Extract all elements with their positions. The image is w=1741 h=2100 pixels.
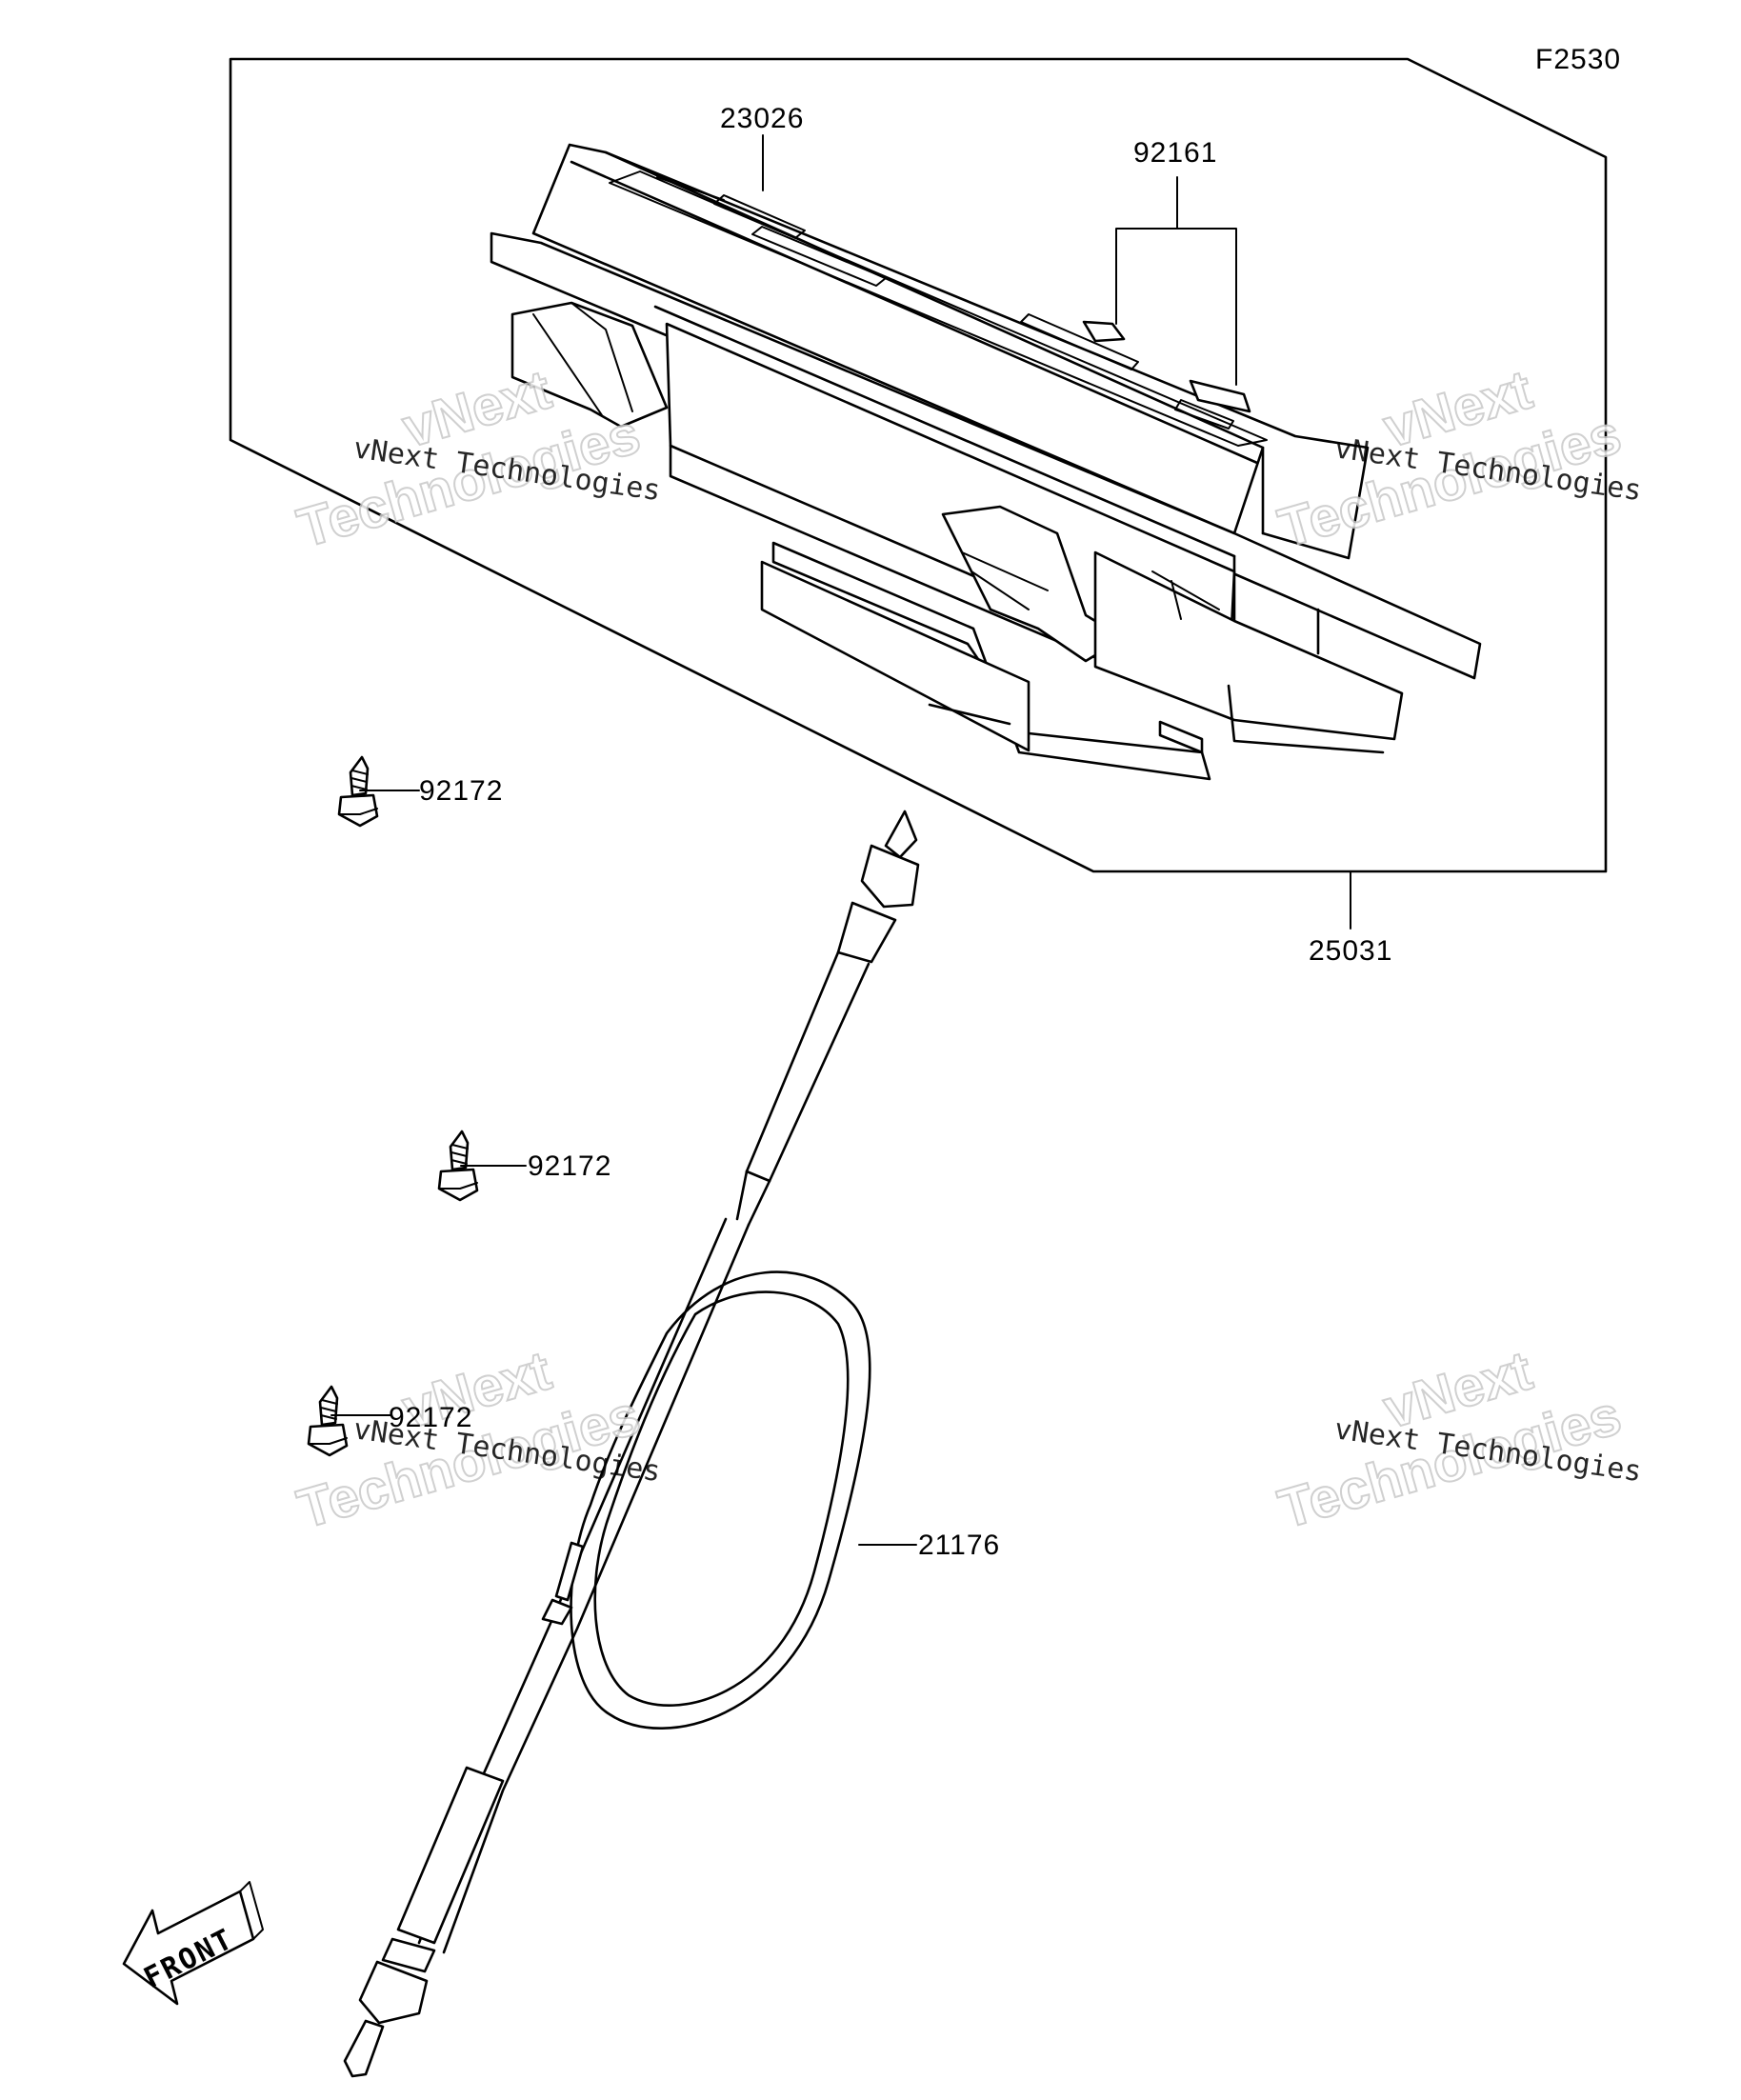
leader-92161 (1115, 176, 1237, 386)
watermark-top-right: vNext Technologies vNext Technologies (1271, 357, 1644, 560)
assembly-outline (229, 57, 1608, 873)
label-92172-top: 92172 (419, 775, 503, 807)
speedometer-cable (343, 810, 920, 2078)
screw-bottom (307, 1385, 349, 1457)
label-92172-middle: 92172 (528, 1150, 611, 1182)
label-25031: 25031 (1309, 935, 1392, 967)
figure-code: F2530 (1535, 44, 1621, 75)
watermark-bottom-right: vNext Technologies vNext Technologies (1271, 1338, 1644, 1541)
label-92172-bottom: 92172 (389, 1402, 472, 1433)
meter-assembly (490, 143, 1482, 781)
screw-top (337, 755, 379, 828)
label-21176: 21176 (918, 1530, 1000, 1561)
label-23026: 23026 (720, 103, 804, 134)
label-92161: 92161 (1133, 137, 1217, 169)
screw-middle (437, 1130, 479, 1202)
front-direction-arrow: FRONT (122, 1881, 264, 2006)
